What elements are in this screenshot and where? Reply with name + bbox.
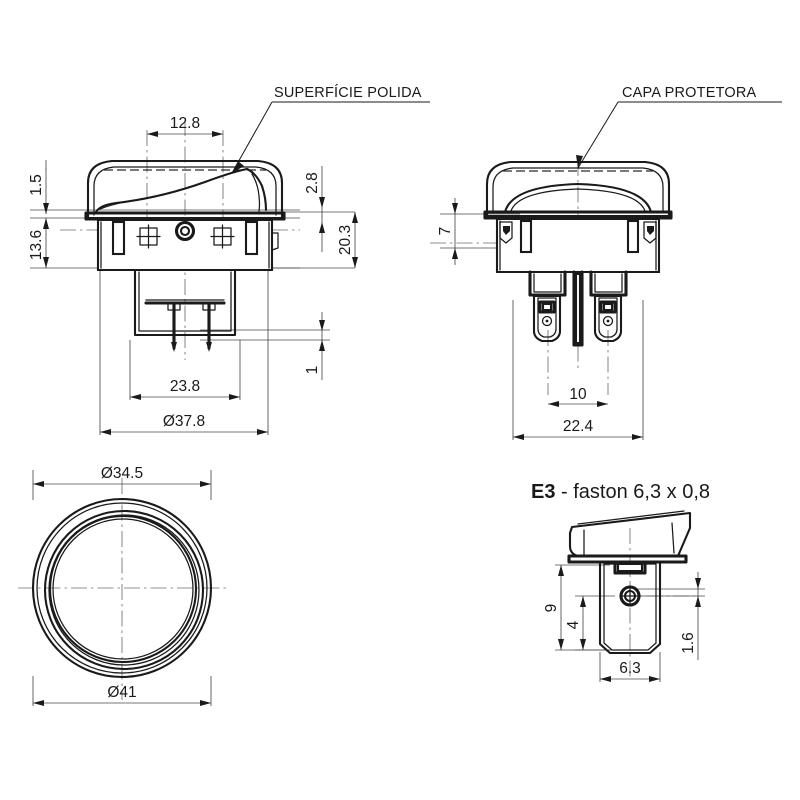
terminal-housing [133, 268, 237, 352]
plan-extension-lines [32, 470, 212, 706]
dim-body-height: 13.6 [28, 218, 49, 268]
side-view-center-lines [430, 160, 640, 395]
dim-label-overall-depth: 20.3 [337, 225, 354, 255]
bezel-flange [84, 211, 286, 221]
dim-tail-clearance: 1 [304, 312, 325, 380]
dim-bezel-gap: 2.8 [304, 166, 325, 252]
detail-title-rest: - faston 6,3 x 0,8 [555, 481, 710, 503]
leader-polished-surface: SUPERFÍCIE POLIDA [231, 84, 430, 174]
dim-inner-diameter: Ø34.5 [33, 465, 211, 487]
switch-body [96, 218, 279, 272]
faston-detail-view: E3 - faston 6,3 x 0,8 [531, 481, 710, 682]
detail-title: E3 - faston 6,3 x 0,8 [531, 481, 710, 503]
dim-hole-center-height: 4 [565, 596, 586, 650]
dim-overall-depth: 20.3 [337, 212, 358, 268]
faston-detail-extension-lines [555, 564, 705, 682]
switch-body-side [495, 217, 661, 274]
dim-label-hole-center-height: 4 [565, 620, 582, 629]
dim-label-rocker-width: 12.8 [170, 115, 200, 132]
pivot-boss [174, 220, 196, 242]
dim-label-bezel-gap: 2.8 [304, 172, 321, 194]
switch-plan-rings [31, 497, 213, 679]
dim-terminal-spacing: 10 [548, 386, 608, 407]
leader-protective-cap: CAPA PROTETORA [576, 85, 782, 169]
body-marking-left [136, 224, 161, 249]
rib-right [626, 219, 640, 254]
side-elevation-view: 7 10 22.4 CAPA PROTETORA [430, 85, 782, 440]
dim-label-terminal-spacing: 10 [569, 386, 587, 403]
dim-label-cap-height: 7 [437, 227, 454, 236]
terminal-pin-right [202, 302, 216, 352]
dim-label-tab-height: 9 [543, 604, 560, 613]
rib-left [519, 219, 533, 254]
latch-hook-left [499, 221, 513, 244]
label-polished-surface: SUPERFÍCIE POLIDA [274, 84, 422, 101]
dim-cap-height: 7 [437, 198, 458, 265]
dim-body-width: 23.8 [130, 378, 240, 400]
body-marking-right [210, 224, 235, 249]
snap-tab-left [111, 220, 126, 256]
rocker-cap-outline [86, 159, 284, 220]
dim-label-body-height: 13.6 [28, 230, 45, 260]
dim-side-body-width: 22.4 [513, 418, 643, 440]
dim-label-inner-diameter: Ø34.5 [101, 465, 143, 482]
dim-rocker-width: 12.8 [147, 115, 223, 137]
faston-terminal-left [528, 270, 567, 343]
dim-label-tab-width: 6.3 [619, 660, 641, 677]
label-protective-cap: CAPA PROTETORA [622, 85, 757, 101]
dim-label-body-width: 23.8 [170, 378, 200, 395]
dim-label-outer-diameter: Ø41 [107, 684, 136, 701]
latch-hook-right [643, 221, 657, 244]
dim-cap-lip: 1.5 [28, 160, 49, 214]
detail-title-code: E3 [531, 481, 555, 503]
dim-tab-height: 9 [543, 565, 564, 650]
terminal-pin-left [167, 302, 181, 352]
dim-flange-diameter: Ø37.8 [100, 413, 268, 435]
dim-label-flange-diameter: Ø37.8 [163, 413, 205, 430]
faston-terminals-side [528, 270, 628, 347]
dim-label-hole-offset: 1.6 [680, 632, 697, 654]
dim-outer-diameter: Ø41 [33, 684, 211, 706]
front-elevation-view: 12.8 1.5 13.6 2.8 [28, 84, 430, 435]
top-plan-view: Ø34.5 Ø41 [18, 465, 226, 706]
faston-terminal-right [589, 270, 628, 343]
dim-label-cap-lip: 1.5 [28, 174, 45, 196]
dim-tab-width: 6.3 [600, 660, 660, 682]
snap-tab-right [244, 220, 259, 256]
dim-hole-offset: 1.6 [680, 572, 701, 660]
dim-label-tail-clearance: 1 [304, 366, 321, 375]
faston-shoulder [567, 554, 688, 564]
dim-label-side-body-width: 22.4 [563, 418, 594, 435]
rocker-actuator-profile [94, 167, 268, 214]
faston-blade [598, 560, 662, 655]
faston-tab-head [568, 510, 692, 558]
